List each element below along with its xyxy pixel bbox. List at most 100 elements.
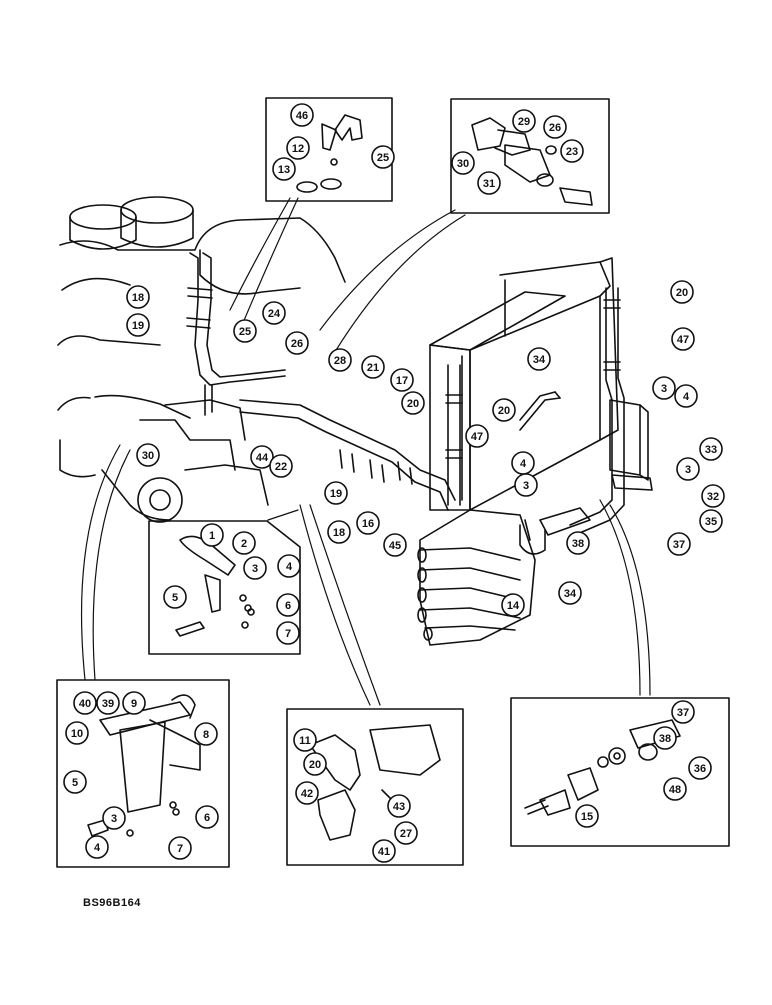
callout-circle <box>674 384 698 408</box>
callout-label: 32 <box>707 491 719 503</box>
leader-curves <box>80 197 651 706</box>
callout-4: 4 <box>511 451 535 475</box>
callout-label: 4 <box>520 458 527 470</box>
callout-48: 48 <box>663 777 687 801</box>
inset-middle-left <box>148 520 301 655</box>
callout-18: 18 <box>126 285 150 309</box>
callout-circle <box>492 398 516 422</box>
callout-label: 35 <box>705 516 717 528</box>
callout-circle <box>653 726 677 750</box>
callout-label: 40 <box>79 698 91 710</box>
callout-label: 5 <box>72 777 78 789</box>
callout-circle <box>126 313 150 337</box>
callout-circle <box>269 454 293 478</box>
callout-label: 30 <box>142 450 154 462</box>
callout-circle <box>699 509 723 533</box>
callout-4: 4 <box>674 384 698 408</box>
inset-part-drawings <box>87 114 681 841</box>
callout-40: 40 <box>73 691 97 715</box>
callout-label: 18 <box>333 527 345 539</box>
callout-label: 17 <box>396 375 408 387</box>
callout-label: 9 <box>131 698 137 710</box>
callout-label: 45 <box>389 540 401 552</box>
oil-cooler <box>429 257 619 511</box>
callout-label: 24 <box>268 308 281 320</box>
callout-43: 43 <box>387 794 411 818</box>
callout-label: 15 <box>581 811 593 823</box>
callout-label: 8 <box>203 729 209 741</box>
control-valve <box>417 509 536 646</box>
callout-30: 30 <box>451 151 475 175</box>
callout-label: 13 <box>278 164 290 176</box>
callout-circle <box>194 722 218 746</box>
callout-3: 3 <box>243 556 267 580</box>
callout-circle <box>671 327 695 351</box>
callout-circle <box>272 157 296 181</box>
callout-label: 30 <box>457 158 469 170</box>
callout-circle <box>390 368 414 392</box>
callout-6: 6 <box>195 805 219 829</box>
callout-label: 36 <box>694 763 706 775</box>
callout-label: 31 <box>483 178 495 190</box>
callout-30: 30 <box>136 443 160 467</box>
callout-47: 47 <box>465 424 489 448</box>
callout-circle <box>688 756 712 780</box>
callout-circle <box>465 424 489 448</box>
callout-circle <box>512 109 536 133</box>
callout-label: 19 <box>132 320 144 332</box>
callout-20: 20 <box>303 752 327 776</box>
callout-46: 46 <box>290 103 314 127</box>
callout-label: 11 <box>299 735 311 747</box>
callout-circle <box>290 103 314 127</box>
callout-3: 3 <box>652 376 676 400</box>
callout-circle <box>63 770 87 794</box>
callout-28: 28 <box>328 348 352 372</box>
callout-20: 20 <box>670 280 694 304</box>
callout-circle <box>387 794 411 818</box>
callout-label: 5 <box>172 592 178 604</box>
callout-circle <box>372 839 396 863</box>
callout-label: 20 <box>676 287 688 299</box>
callout-6: 6 <box>276 593 300 617</box>
callout-label: 4 <box>286 561 293 573</box>
callout-29: 29 <box>512 109 536 133</box>
callout-circle <box>126 285 150 309</box>
callout-circle <box>262 301 286 325</box>
inset-top-right <box>450 98 610 214</box>
callout-label: 25 <box>239 326 251 338</box>
callout-3: 3 <box>102 806 126 830</box>
callout-12: 12 <box>286 136 310 160</box>
callout-circle <box>477 171 501 195</box>
callout-label: 26 <box>549 122 561 134</box>
callout-label: 12 <box>292 143 304 155</box>
callout-label: 47 <box>471 431 483 443</box>
callout-26: 26 <box>543 115 567 139</box>
callout-42: 42 <box>295 781 319 805</box>
callout-circle <box>102 806 126 830</box>
callout-26: 26 <box>285 331 309 355</box>
callout-circle <box>652 376 676 400</box>
callout-label: 23 <box>566 146 578 158</box>
callout-34: 34 <box>527 347 551 371</box>
callout-label: 28 <box>334 355 346 367</box>
callout-label: 44 <box>256 452 269 464</box>
callout-label: 38 <box>659 733 671 745</box>
callout-label: 4 <box>94 842 101 854</box>
callout-label: 4 <box>683 391 690 403</box>
callout-circle <box>514 473 538 497</box>
callout-32: 32 <box>701 484 725 508</box>
callout-19: 19 <box>126 313 150 337</box>
callout-circle <box>73 691 97 715</box>
callout-circle <box>451 151 475 175</box>
callout-label: 26 <box>291 338 303 350</box>
callout-label: 21 <box>367 362 379 374</box>
callout-circle <box>361 355 385 379</box>
callout-circle <box>85 835 109 859</box>
callout-7: 7 <box>168 836 192 860</box>
callout-label: 6 <box>204 812 210 824</box>
callout-circle <box>356 511 380 535</box>
callout-27: 27 <box>394 821 418 845</box>
callout-label: 41 <box>378 846 390 858</box>
